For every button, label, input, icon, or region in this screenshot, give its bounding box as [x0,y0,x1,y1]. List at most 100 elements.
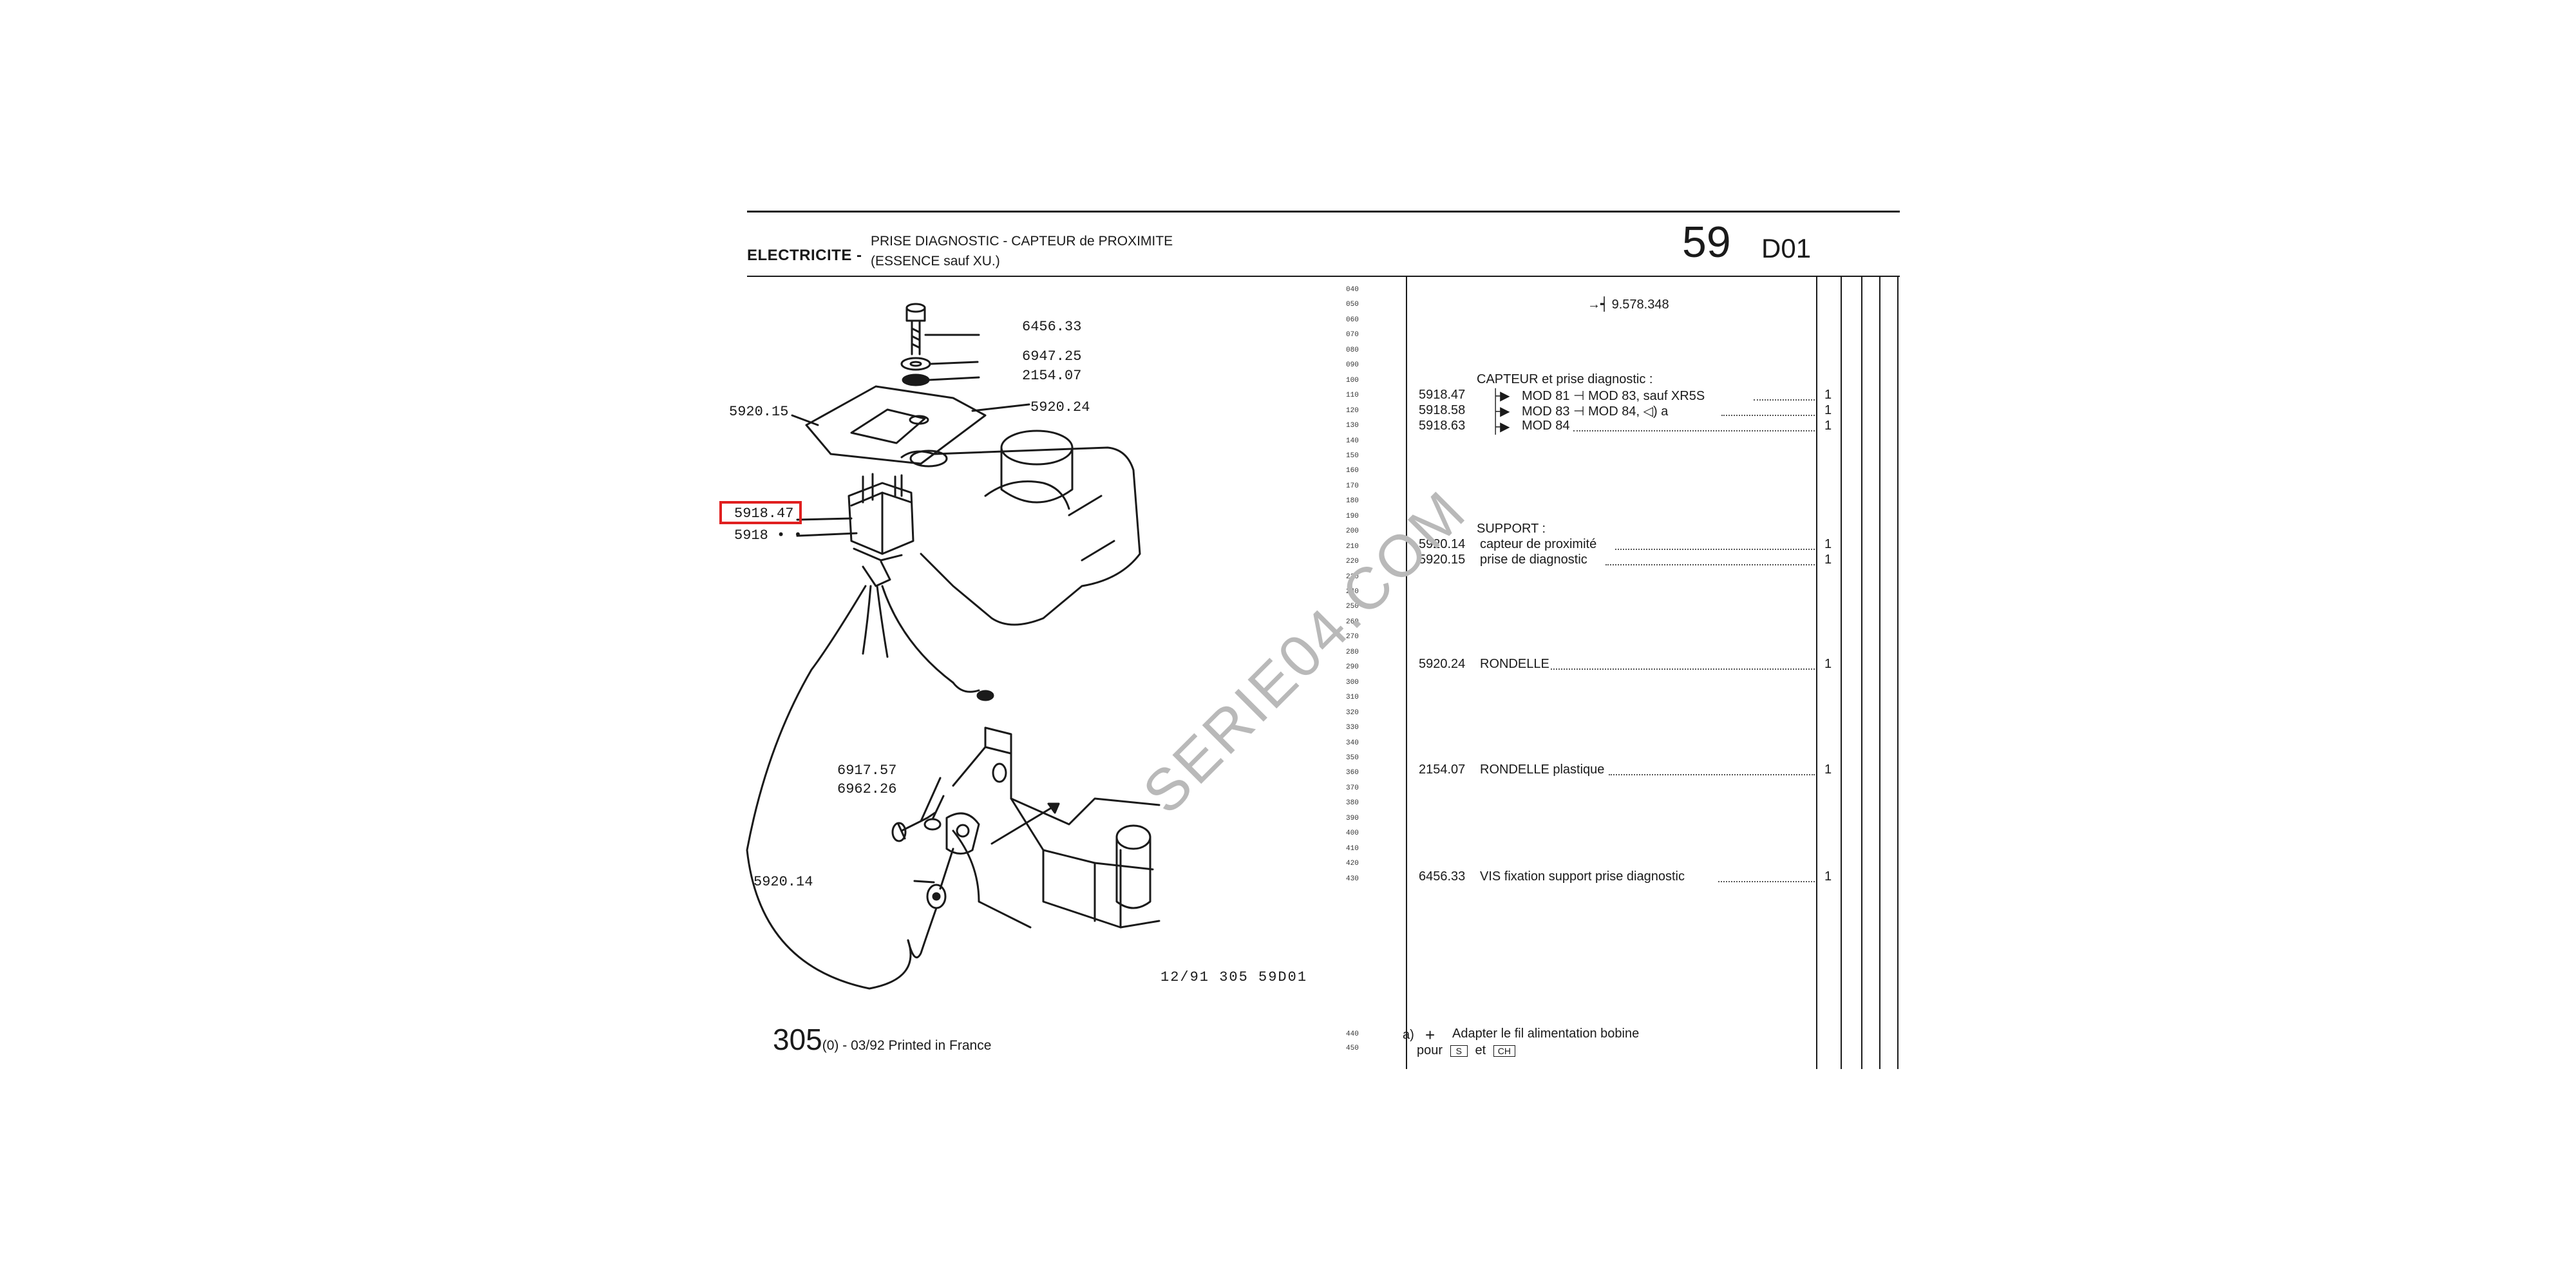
row-leader [1609,774,1815,775]
plus-icon: + [1425,1025,1435,1045]
table-row[interactable]: 5920.24 RONDELLE 1 [1419,657,1832,672]
line-number: 410 [1346,844,1359,853]
line-number: 240 [1346,588,1359,596]
line-number: 260 [1346,618,1359,626]
line-number: 190 [1346,512,1359,520]
label-6917-57: 6917.57 [837,762,897,779]
subgroup-code: D01 [1761,233,1812,263]
line-number: 060 [1346,316,1359,324]
table-row[interactable]: 5918.58 ├▶ MOD 83 ⊣ MOD 84, ◁) a 1 [1419,403,1832,419]
footer-model: 305 [773,1023,822,1056]
table-row[interactable]: 5918.47 ├▶ MOD 81 ⊣ MOD 83, sauf XR5S 1 [1419,388,1832,403]
table-row[interactable]: 2154.07 RONDELLE plastique 1 [1419,762,1832,778]
row-desc: MOD 81 ⊣ MOD 83, sauf XR5S [1522,389,1705,403]
line-number: 300 [1346,678,1359,687]
row-desc: MOD 84 [1522,419,1570,433]
footer: 305(0) - 03/92 Printed in France [773,1022,991,1057]
screw-part [905,303,926,355]
line-number: 440 [1346,1030,1359,1038]
table-rule-left [1406,277,1407,1069]
row-qty: 1 [1824,419,1832,433]
row-desc: VIS fixation support prise diagnostic [1480,869,1685,884]
row-ref: 2154.07 [1419,762,1466,777]
small-washer [923,818,942,831]
table-row[interactable]: 5920.15 prise de diagnostic 1 [1419,553,1832,568]
group-number: 59 [1682,218,1731,267]
line-number: 170 [1346,482,1359,490]
serial-arrow-icon: →┥ [1587,298,1612,312]
note-marker: a) [1403,1028,1414,1042]
serial-note: →┥ 9.578.348 [1587,296,1669,312]
header-rule [747,276,1900,277]
line-number: 160 [1346,467,1359,475]
line-number: 310 [1346,694,1359,702]
label-5920-14: 5920.14 [753,874,813,890]
title-line-2: (ESSENCE sauf XU.) [871,254,1000,269]
support-plate [805,385,987,465]
note-prefix: pour [1417,1043,1443,1057]
line-number: 250 [1346,603,1359,611]
category-label: ELECTRICITE - [747,247,862,264]
line-number: 280 [1346,648,1359,656]
row-leader [1754,399,1815,401]
row-leader [1605,564,1815,565]
table-rule-ref [1816,277,1817,1069]
row-ref: 5918.47 [1419,388,1466,402]
sensor-mount [945,812,980,855]
line-number: 380 [1346,799,1359,808]
label-5918-xx: 5918 • • [734,527,802,544]
filler-neck [1000,430,1074,466]
table-row[interactable]: 5918.63 ├▶ MOD 84 1 [1419,419,1832,434]
line-number: 080 [1346,346,1359,354]
proximity-sensor [848,482,914,555]
row-ref: 5920.24 [1419,657,1466,671]
row-ref: 6456.33 [1419,869,1466,884]
table-row[interactable]: 5920.14 capteur de proximité 1 [1419,537,1832,553]
line-number: 370 [1346,784,1359,792]
title-line-1: PRISE DIAGNOSTIC - CAPTEUR de PROXIMITE [871,234,1173,249]
label-6947-25: 6947.25 [1022,348,1082,365]
note-et: et [1475,1043,1486,1057]
table-row[interactable]: 6456.33 VIS fixation support prise diagn… [1419,869,1832,885]
line-number: 090 [1346,361,1359,370]
serial-number: 9.578.348 [1611,298,1669,312]
label-6962-26: 6962.26 [837,781,897,797]
note-line-2: pour S et CH [1417,1043,1515,1058]
row-qty: 1 [1824,869,1832,884]
line-number: 210 [1346,542,1359,551]
box-ch: CH [1493,1045,1515,1057]
line-number: 400 [1346,829,1359,838]
line-number: 450 [1346,1045,1359,1052]
top-rule [747,211,1900,213]
line-number: 050 [1346,301,1359,309]
line-number: 340 [1346,739,1359,747]
line-number: 390 [1346,814,1359,822]
plastic-washer-part [902,374,930,386]
row-qty: 1 [1824,762,1832,777]
line-number: 120 [1346,406,1359,415]
valve-cover [900,446,1141,626]
line-number: 130 [1346,422,1359,430]
line-number: 270 [1346,633,1359,641]
line-number: 180 [1346,497,1359,506]
row-leader [1573,430,1815,431]
line-number: 150 [1346,451,1359,460]
sensor-cable [862,585,872,655]
line-number: 200 [1346,527,1359,536]
row-qty: 1 [1824,403,1832,417]
line-number: 220 [1346,558,1359,566]
row-leader [1551,668,1815,670]
row-arrow-icon: ├▶ [1491,389,1510,403]
row-qty: 1 [1824,657,1832,671]
row-leader [1615,549,1815,550]
table-rule-qty1 [1841,277,1842,1069]
row-leader [1721,415,1815,416]
box-s: S [1450,1045,1468,1057]
highlight-box [719,501,802,524]
row-arrow-icon: ├▶ [1491,420,1510,434]
table-rule-qty4 [1897,277,1899,1069]
line-number: 320 [1346,708,1359,717]
row-ref: 5918.58 [1419,403,1466,417]
line-number: 420 [1346,860,1359,868]
doc-code: 12/91 305 59D01 [1160,969,1308,985]
